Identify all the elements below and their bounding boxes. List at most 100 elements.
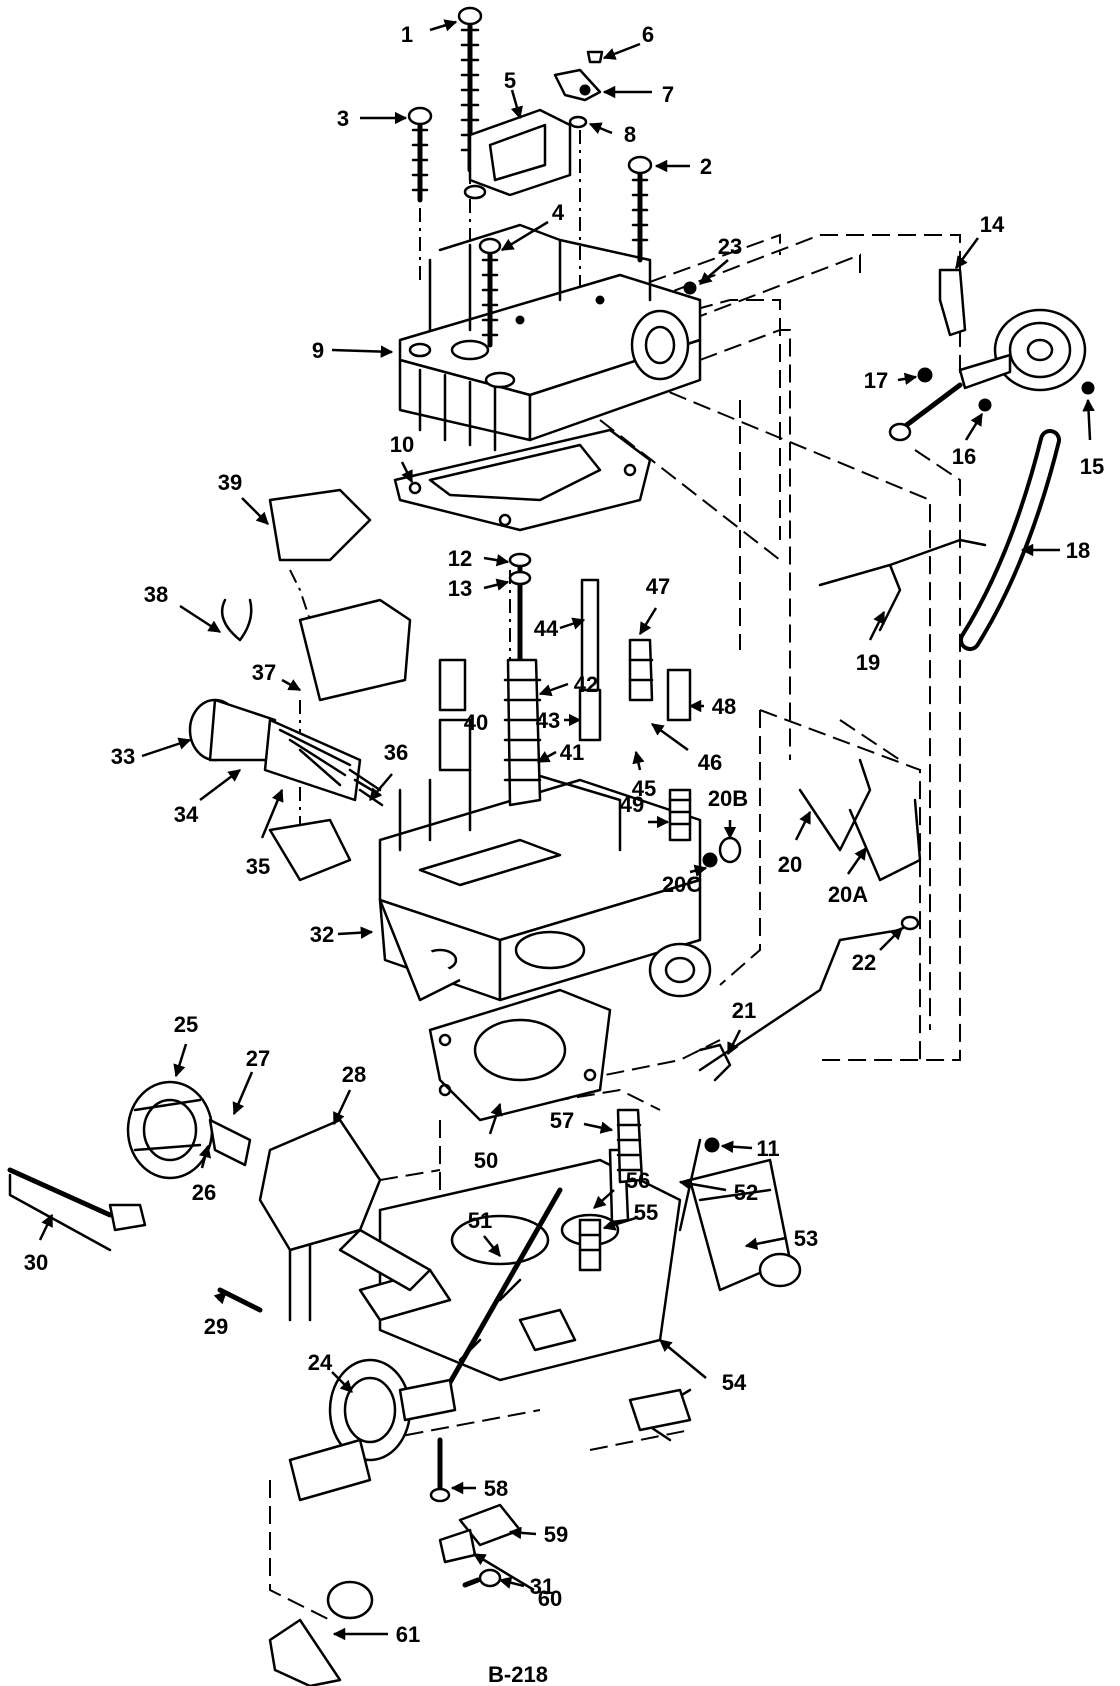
callout-20: 20 bbox=[778, 810, 812, 877]
callout-17: 17 bbox=[864, 368, 918, 393]
callout-54: 54 bbox=[659, 1339, 747, 1395]
callout-34: 34 bbox=[174, 769, 241, 827]
callout-3: 3 bbox=[337, 106, 408, 131]
fast-idle-bracket bbox=[463, 50, 604, 200]
callout-61: 61 bbox=[332, 1622, 420, 1647]
callout-35: 35 bbox=[246, 788, 284, 879]
svg-text:45: 45 bbox=[632, 776, 656, 801]
callout-37: 37 bbox=[252, 660, 302, 692]
callout-56: 56 bbox=[593, 1168, 650, 1209]
svg-text:37: 37 bbox=[252, 660, 276, 685]
svg-text:21: 21 bbox=[732, 998, 756, 1023]
svg-text:2: 2 bbox=[700, 154, 712, 179]
svg-text:9: 9 bbox=[312, 338, 324, 363]
callout-8: 8 bbox=[588, 122, 636, 147]
callout-15: 15 bbox=[1080, 398, 1104, 479]
callout-51: 51 bbox=[468, 1208, 501, 1257]
svg-text:32: 32 bbox=[310, 922, 334, 947]
callout-60: 60 bbox=[472, 1552, 562, 1611]
svg-text:36: 36 bbox=[384, 740, 408, 765]
svg-text:51: 51 bbox=[468, 1208, 492, 1233]
callout-25: 25 bbox=[173, 1012, 198, 1078]
callout-5: 5 bbox=[504, 68, 523, 120]
svg-text:43: 43 bbox=[536, 708, 560, 733]
throttle-levers bbox=[628, 1138, 702, 1442]
callout-9: 9 bbox=[312, 338, 394, 363]
callout-30: 30 bbox=[24, 1213, 54, 1275]
callout-1: 1 bbox=[401, 19, 458, 47]
svg-text:20: 20 bbox=[778, 852, 802, 877]
svg-text:57: 57 bbox=[550, 1108, 574, 1133]
svg-text:19: 19 bbox=[856, 650, 880, 675]
air-horn-gasket bbox=[393, 428, 652, 532]
svg-text:33: 33 bbox=[111, 744, 135, 769]
svg-text:41: 41 bbox=[560, 740, 584, 765]
svg-text:5: 5 bbox=[504, 68, 516, 93]
main-body bbox=[378, 768, 712, 1002]
svg-text:10: 10 bbox=[390, 432, 414, 457]
svg-text:58: 58 bbox=[484, 1476, 508, 1501]
callout-20c: 20C bbox=[662, 864, 708, 897]
svg-text:35: 35 bbox=[246, 854, 270, 879]
callout-24: 24 bbox=[308, 1350, 353, 1393]
callout-2: 2 bbox=[654, 154, 712, 179]
callout-44: 44 bbox=[534, 616, 586, 641]
svg-text:46: 46 bbox=[698, 750, 722, 775]
svg-text:13: 13 bbox=[448, 576, 472, 601]
callout-33: 33 bbox=[111, 737, 192, 769]
callout-10: 10 bbox=[390, 432, 414, 484]
callout-53: 53 bbox=[744, 1226, 818, 1251]
svg-text:8: 8 bbox=[624, 122, 636, 147]
svg-text:6: 6 bbox=[642, 22, 654, 47]
callout-45: 45 bbox=[632, 750, 656, 801]
choke-housing bbox=[7, 1080, 432, 1322]
choke-vacuum-break bbox=[888, 268, 1095, 442]
svg-text:31: 31 bbox=[530, 1574, 554, 1599]
callout-20b: 20B bbox=[708, 786, 748, 840]
svg-text:27: 27 bbox=[246, 1046, 270, 1071]
small-hardware bbox=[429, 281, 742, 1588]
svg-text:29: 29 bbox=[204, 1314, 228, 1339]
callout-46: 46 bbox=[650, 722, 722, 775]
svg-text:30: 30 bbox=[24, 1250, 48, 1275]
svg-text:61: 61 bbox=[396, 1622, 420, 1647]
callout-52: 52 bbox=[678, 1177, 758, 1205]
callout-18: 18 bbox=[1020, 538, 1090, 563]
svg-text:39: 39 bbox=[218, 470, 242, 495]
callout-48: 48 bbox=[688, 694, 736, 719]
callout-4: 4 bbox=[500, 200, 565, 252]
callout-11: 11 bbox=[720, 1136, 780, 1161]
svg-text:49: 49 bbox=[620, 792, 644, 817]
svg-text:20B: 20B bbox=[708, 786, 748, 811]
callout-58: 58 bbox=[450, 1476, 508, 1501]
callout-41: 41 bbox=[536, 740, 584, 765]
svg-text:54: 54 bbox=[722, 1370, 747, 1395]
callout-40: 40 bbox=[464, 710, 488, 735]
svg-text:50: 50 bbox=[474, 1148, 498, 1173]
callout-31: 31 bbox=[498, 1574, 554, 1599]
svg-text:38: 38 bbox=[144, 582, 168, 607]
callout-7: 7 bbox=[602, 82, 674, 107]
callout-19: 19 bbox=[856, 610, 886, 675]
throttle-solenoid bbox=[688, 1158, 802, 1292]
vacuum-hose bbox=[959, 429, 1061, 651]
air-horn-assembly bbox=[398, 223, 702, 452]
svg-text:15: 15 bbox=[1080, 454, 1104, 479]
callout-12: 12 bbox=[448, 546, 510, 571]
svg-text:17: 17 bbox=[864, 368, 888, 393]
svg-text:44: 44 bbox=[534, 616, 559, 641]
svg-text:25: 25 bbox=[174, 1012, 198, 1037]
svg-text:20A: 20A bbox=[828, 882, 868, 907]
callout-13: 13 bbox=[448, 576, 510, 601]
svg-text:23: 23 bbox=[718, 234, 742, 259]
callout-42: 42 bbox=[538, 672, 598, 697]
svg-text:3: 3 bbox=[337, 106, 349, 131]
callout-32: 32 bbox=[310, 922, 374, 947]
svg-text:53: 53 bbox=[794, 1226, 818, 1251]
figure-id-label: B-218 bbox=[488, 1662, 548, 1686]
svg-text:18: 18 bbox=[1066, 538, 1090, 563]
callout-49: 49 bbox=[620, 792, 670, 829]
svg-text:52: 52 bbox=[734, 1180, 758, 1205]
callout-23: 23 bbox=[699, 234, 742, 285]
